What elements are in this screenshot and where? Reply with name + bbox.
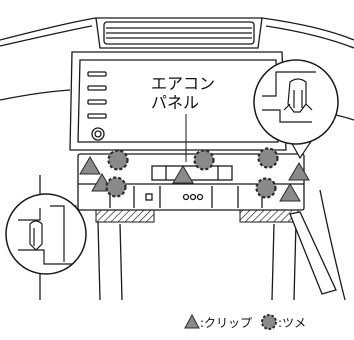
tab-legend-label: :ツメ	[278, 315, 307, 330]
clip-detail-circle	[253, 59, 339, 160]
removal-tool	[289, 211, 337, 295]
tab-marker-3	[193, 149, 215, 171]
clip-legend-label: :クリップ	[200, 315, 253, 330]
dashboard-diagram	[0, 17, 354, 300]
clip-marker-4	[288, 162, 310, 181]
lower-console	[97, 221, 297, 300]
clip-legend-icon	[184, 314, 200, 329]
aircon-panel-label-line2: パネル	[151, 93, 200, 112]
tab-markers	[105, 147, 279, 199]
clip-marker-3	[172, 165, 194, 184]
tab-marker-1	[107, 149, 129, 171]
center-display-panel	[69, 51, 287, 151]
clip-markers	[79, 156, 310, 202]
hatched-area-left	[95, 209, 155, 223]
tab-legend-icon	[261, 314, 278, 330]
clip-marker-5	[279, 183, 301, 202]
tab-marker-2	[105, 176, 127, 198]
center-air-vent	[95, 17, 263, 49]
tab-marker-5	[255, 177, 277, 199]
aircon-panel-label-line1: エアコン	[151, 74, 216, 93]
hatched-area-right	[239, 209, 299, 223]
clip-detail-circle-left	[5, 193, 87, 275]
legend: :クリップ :ツメ	[184, 313, 306, 331]
aircon-panel-label: エアコン パネル	[151, 74, 215, 112]
clip-marker-1	[79, 156, 101, 175]
tab-marker-4	[257, 147, 279, 169]
